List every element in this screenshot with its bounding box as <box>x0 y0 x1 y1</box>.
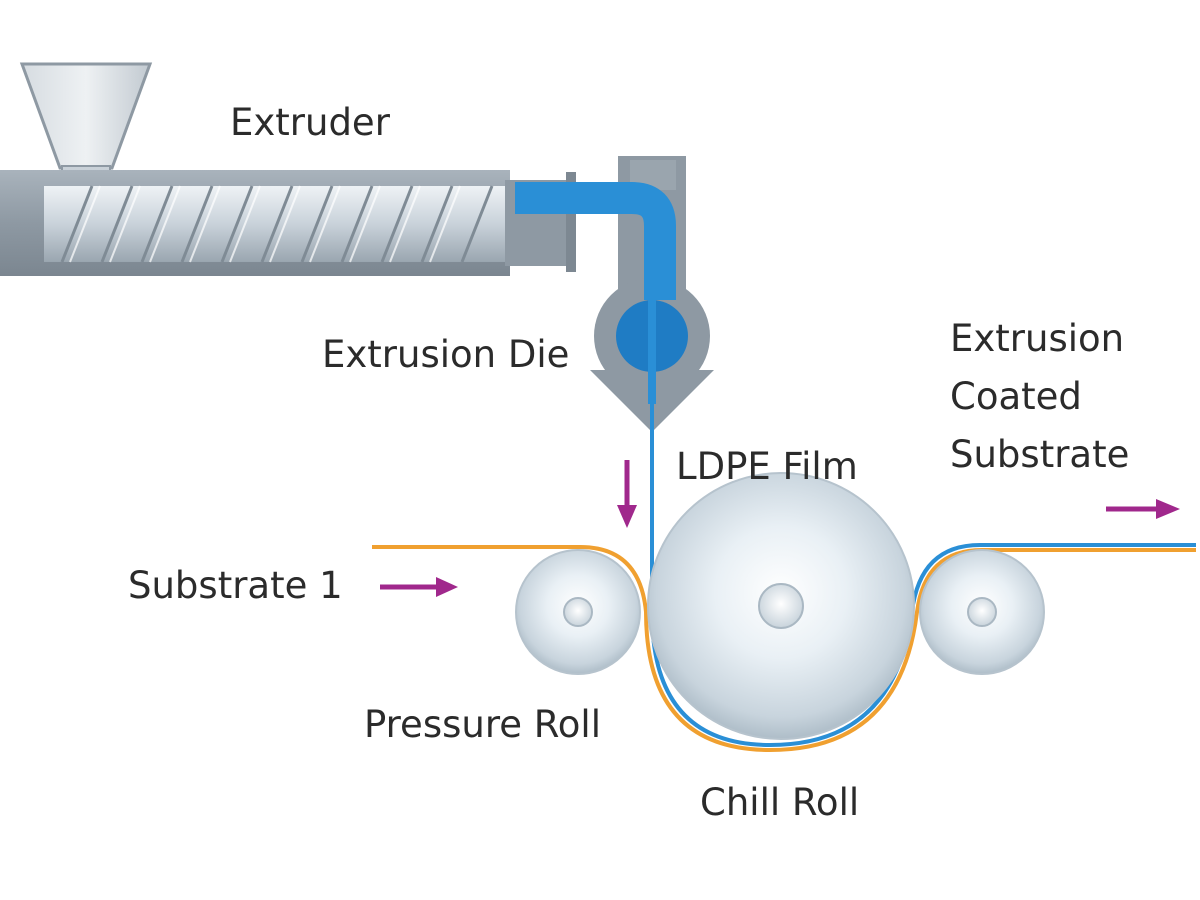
pressure-roll <box>515 549 641 675</box>
extrusion-die-label: Extrusion Die <box>322 333 570 376</box>
substrate-path <box>372 545 1196 753</box>
extrusion-coated-substrate-line-1: Extrusion <box>950 317 1125 360</box>
flow-arrow-down-icon <box>617 460 637 528</box>
chill-roll <box>647 472 915 740</box>
extrusion-coated-substrate-line-3: Substrate <box>950 433 1130 476</box>
ldpe-film-curtain <box>650 400 1196 748</box>
extrusion-coated-substrate-line-2: Coated <box>950 375 1082 418</box>
extrusion-coated-substrate-label: Extrusion Coated Substrate <box>950 310 1129 484</box>
substrate-1-label: Substrate 1 <box>128 564 343 607</box>
pressure-roll-label: Pressure Roll <box>364 703 601 746</box>
flow-arrow-right-icon <box>380 577 458 597</box>
exit-roll <box>919 549 1045 675</box>
flow-arrow-exit-icon <box>1106 499 1180 519</box>
polymer-melt-path <box>515 182 688 404</box>
hopper <box>19 62 153 183</box>
extruder-barrel <box>0 170 576 276</box>
extruder-screw <box>60 185 494 263</box>
extruder-label: Extruder <box>230 101 390 144</box>
ldpe-film-label: LDPE Film <box>676 445 858 488</box>
chill-roll-label: Chill Roll <box>700 781 860 824</box>
